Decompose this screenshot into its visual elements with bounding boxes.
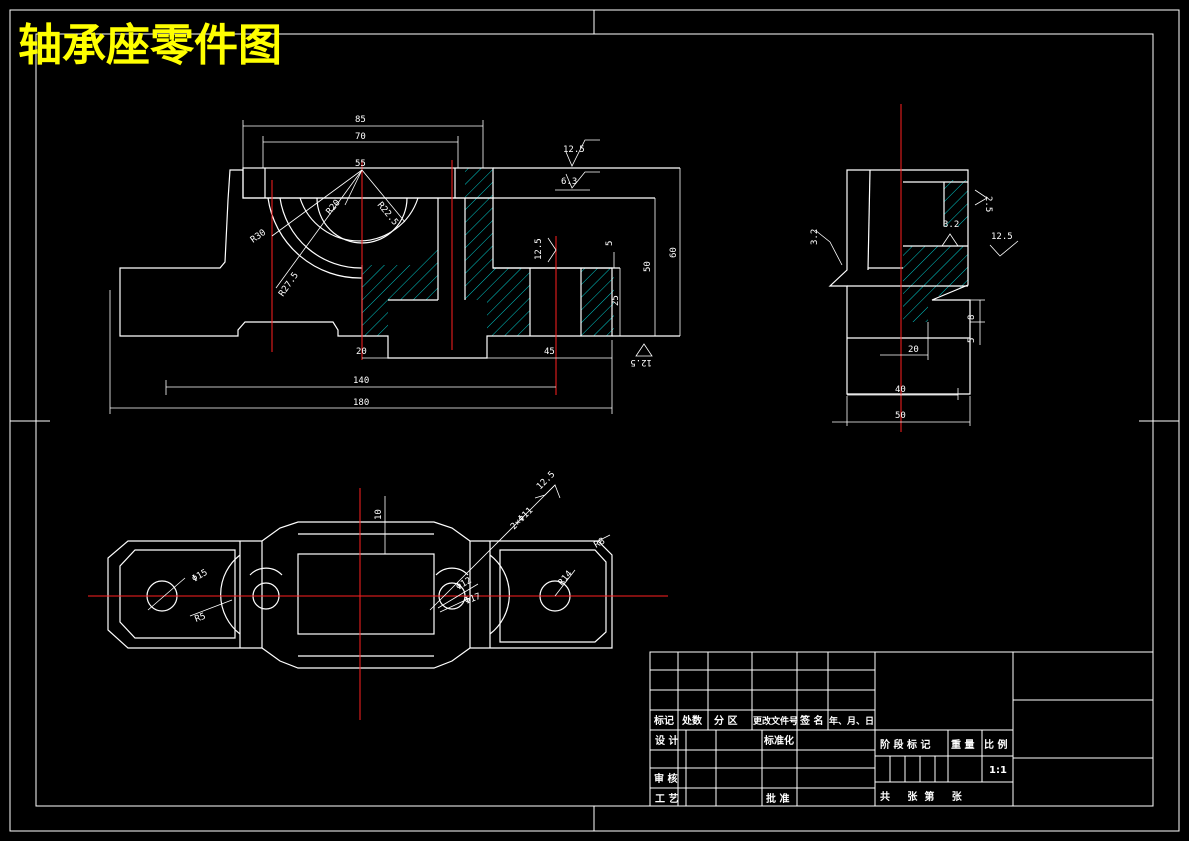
dim-r5: R5 (194, 612, 208, 625)
roughness-12-5: 12.5 (991, 232, 1013, 242)
tb-scale-value: 1:1 (989, 765, 1007, 776)
tb-sheets: 共 张 第 张 (880, 790, 963, 803)
tb-header-zone: 分 区 (714, 714, 737, 727)
dim-20: 20 (908, 345, 919, 355)
tb-design: 设 计 (655, 734, 678, 747)
dim-8: 8 (967, 315, 977, 320)
roughness-12-5-boss: 12.5 (534, 238, 544, 260)
dim-r14: R14 (557, 569, 575, 588)
dim-10: 10 (374, 509, 384, 520)
top-dimension-texts: 10 2×Φ11 12.5 R8 Φ15 R5 Φ12 Φ17 R14 (191, 470, 607, 625)
tb-header-doc: 更改文件号 (753, 715, 798, 727)
dim-5: 5 (605, 241, 615, 246)
dim-r22-5: R22.5 (375, 201, 400, 228)
top-centerlines (88, 488, 668, 720)
tb-standardize: 标准化 (763, 734, 794, 747)
tb-weight: 重 量 (951, 738, 974, 751)
front-dimension-lines (109, 120, 681, 414)
dim-140: 140 (353, 376, 369, 386)
front-view: 85 70 55 R30 R20 R22.5 R27.5 12.5 6.3 12… (109, 115, 681, 414)
dim-180: 180 (353, 398, 369, 408)
dim-50: 50 (895, 411, 906, 421)
side-outline (828, 169, 971, 395)
tb-header-date: 年、月、日 (829, 715, 874, 727)
top-view: 10 2×Φ11 12.5 R8 Φ15 R5 Φ12 Φ17 R14 (88, 470, 668, 720)
dim-r27-5: R27.5 (277, 271, 301, 299)
dim-phi15: Φ15 (191, 568, 210, 585)
side-dimension-lines (814, 189, 1019, 426)
tb-stage: 阶 段 标 记 (880, 738, 930, 751)
side-hatch (903, 180, 968, 322)
dim-70: 70 (355, 132, 366, 142)
dim-50: 50 (643, 261, 653, 272)
top-dimension-lines (147, 484, 611, 617)
front-centerlines (271, 160, 557, 395)
tb-process: 工 艺 (655, 792, 678, 805)
tb-review: 审 核 (654, 772, 677, 785)
side-dimension-texts: 3.2 3.2 12.5 2.5 5 8 20 40 50 (810, 196, 1013, 421)
roughness-bottom: 12.5 (630, 357, 652, 367)
dim-5: 5 (967, 338, 977, 343)
dim-55: 55 (355, 159, 366, 169)
dim-holes-2xphi11: 2×Φ11 (509, 506, 535, 532)
top-outline (107, 521, 613, 669)
roughness-6-3: 6.3 (561, 177, 577, 187)
tb-approve: 批 准 (766, 792, 789, 805)
title-block: 标记 处数 分 区 更改文件号 签 名 年、月、日 设 计 标准化 阶 段 标 … (649, 651, 1154, 807)
dim-25: 25 (611, 295, 621, 306)
sheet-border (9, 9, 1180, 832)
dim-phi17: Φ17 (464, 592, 483, 607)
side-view: 3.2 3.2 12.5 2.5 5 8 20 40 50 (810, 104, 1019, 432)
roughness-2-5: 2.5 (983, 196, 993, 212)
dim-85: 85 (355, 115, 366, 125)
roughness-12-5-top: 12.5 (563, 145, 585, 155)
dim-40: 40 (895, 385, 906, 395)
tb-header-mark: 标记 (653, 714, 674, 727)
dim-r20: R20 (325, 198, 343, 217)
roughness-3-2-left: 3.2 (810, 229, 820, 245)
tb-scale: 比 例 (984, 738, 1007, 751)
dim-20: 20 (356, 347, 367, 357)
front-dimension-texts: 85 70 55 R30 R20 R22.5 R27.5 12.5 6.3 12… (249, 115, 679, 408)
drawing-title: 轴承座零件图 (18, 20, 282, 71)
dim-45: 45 (544, 347, 555, 357)
dim-r30: R30 (249, 228, 268, 246)
dim-60: 60 (669, 247, 679, 258)
roughness-12-5: 12.5 (535, 470, 557, 492)
front-hatch (362, 168, 614, 336)
dim-r8: R8 (593, 537, 607, 551)
tb-header-sign: 签 名 (799, 714, 823, 727)
roughness-3-2: 3.2 (943, 220, 959, 230)
tb-header-count: 处数 (681, 714, 703, 727)
